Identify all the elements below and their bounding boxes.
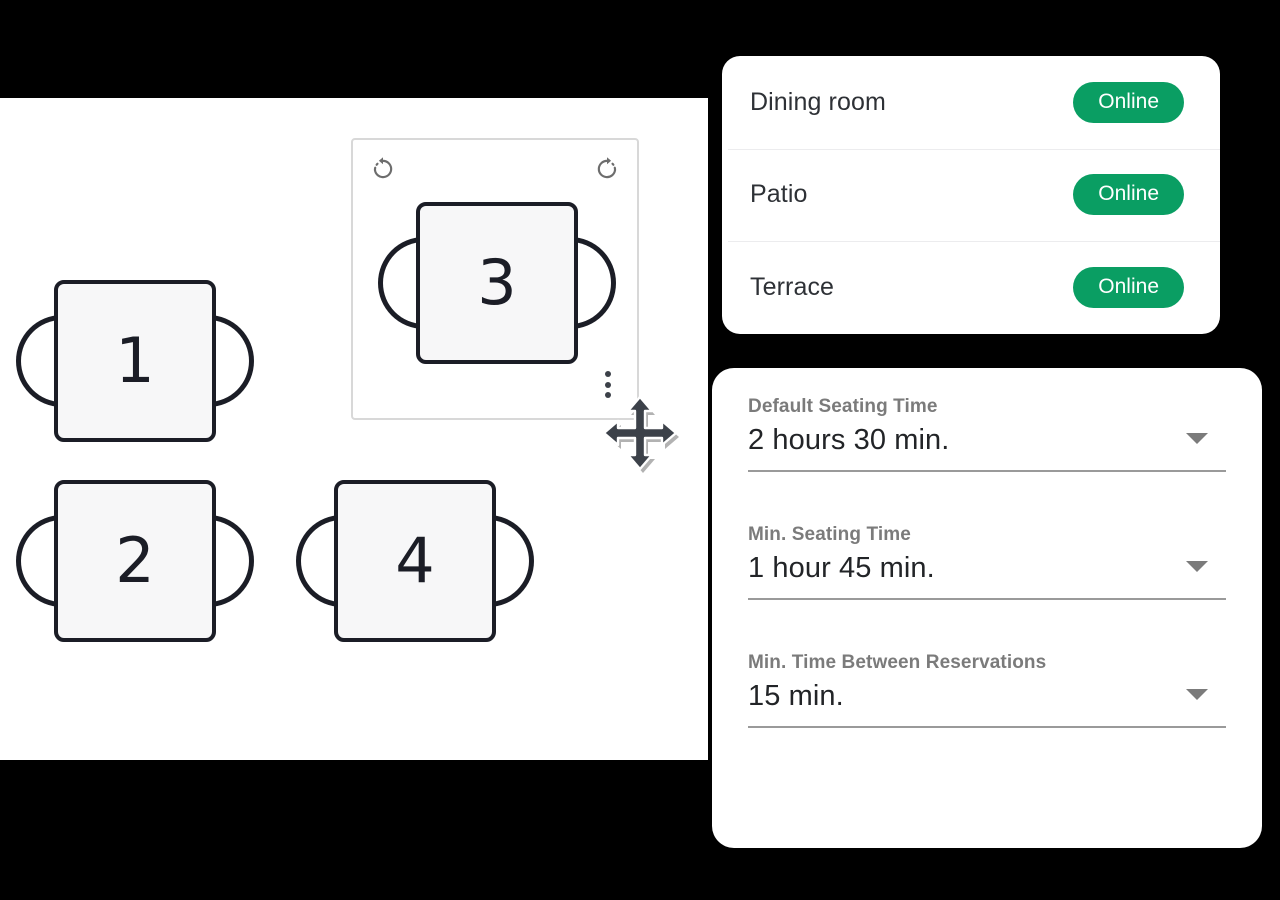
- field-value: 15 min.: [748, 680, 844, 712]
- chevron-down-icon[interactable]: [1186, 689, 1208, 700]
- dot: [604, 381, 611, 388]
- table-number-label: 3: [477, 246, 517, 319]
- seating-settings-card: Default Seating Time 2 hours 30 min. Min…: [712, 368, 1262, 848]
- table-number-label: 2: [115, 524, 155, 597]
- more-options-icon[interactable]: [604, 371, 611, 398]
- rotate-left-icon[interactable]: [370, 156, 396, 182]
- field-label: Min. Seating Time: [748, 524, 911, 545]
- table-top[interactable]: 4: [334, 480, 496, 642]
- min-time-between-reservations-select[interactable]: 15 min.: [748, 680, 1226, 728]
- table-number-label: 1: [115, 324, 155, 397]
- table-unit-2[interactable]: 2: [16, 480, 254, 642]
- min-seating-time-select[interactable]: 1 hour 45 min.: [748, 552, 1226, 600]
- table-top[interactable]: 1: [54, 280, 216, 442]
- table-unit-3[interactable]: 3: [378, 202, 616, 364]
- table-top[interactable]: 3: [416, 202, 578, 364]
- table-top[interactable]: 2: [54, 480, 216, 642]
- dot: [604, 371, 611, 377]
- field-value: 2 hours 30 min.: [748, 424, 950, 456]
- field-value: 1 hour 45 min.: [748, 552, 935, 584]
- setting-field-default-seating-time: Default Seating Time 2 hours 30 min.: [748, 396, 1226, 472]
- field-label: Default Seating Time: [748, 396, 938, 417]
- status-badge[interactable]: Online: [1073, 174, 1184, 216]
- table-unit-1[interactable]: 1: [16, 280, 254, 442]
- table-selection-frame[interactable]: 3: [351, 138, 639, 420]
- status-badge[interactable]: Online: [1073, 81, 1184, 123]
- floor-plan-canvas[interactable]: 1 2 4: [0, 98, 708, 760]
- status-badge[interactable]: Online: [1073, 266, 1184, 308]
- room-name-label: Dining room: [750, 87, 886, 116]
- setting-field-min-time-between-reservations: Min. Time Between Reservations 15 min.: [748, 652, 1226, 728]
- field-label: Min. Time Between Reservations: [748, 652, 1047, 673]
- chevron-down-icon[interactable]: [1186, 433, 1208, 444]
- room-name-label: Terrace: [750, 272, 835, 301]
- setting-field-min-seating-time: Min. Seating Time 1 hour 45 min.: [748, 524, 1226, 600]
- rotate-right-icon[interactable]: [594, 156, 620, 182]
- room-row[interactable]: Dining room Online: [722, 56, 1220, 149]
- room-name-label: Patio: [750, 180, 808, 209]
- table-unit-4[interactable]: 4: [296, 480, 534, 642]
- room-row[interactable]: Patio Online: [722, 148, 1220, 242]
- dot: [604, 392, 611, 398]
- rooms-card: Dining room Online Patio Online Terrace …: [722, 56, 1220, 334]
- table-number-label: 4: [395, 524, 435, 597]
- room-row[interactable]: Terrace Online: [722, 241, 1220, 334]
- default-seating-time-select[interactable]: 2 hours 30 min.: [748, 424, 1226, 472]
- chevron-down-icon[interactable]: [1186, 561, 1208, 572]
